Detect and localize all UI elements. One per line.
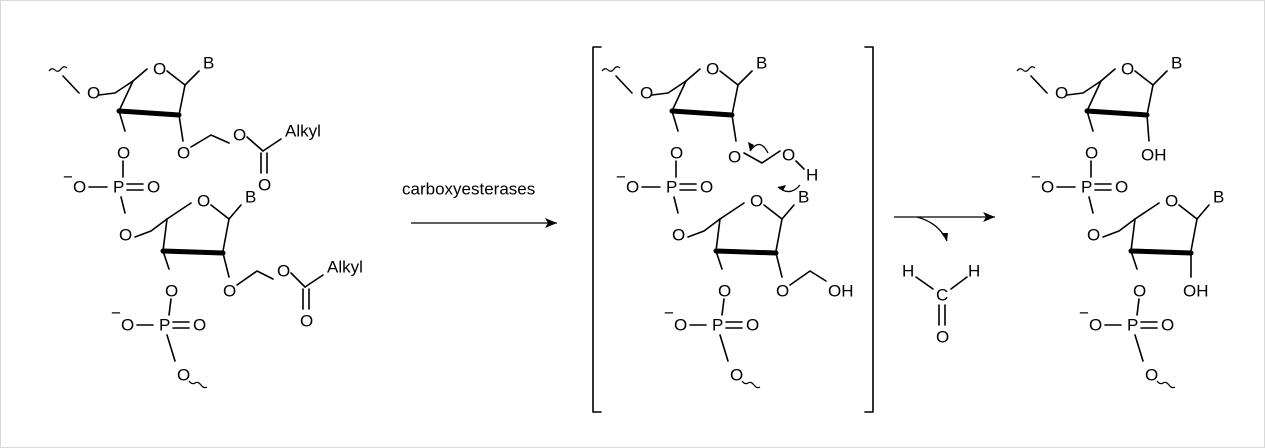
curved-arrow-1 xyxy=(749,143,769,154)
atom-o5-lower-1-p: O xyxy=(1087,226,1100,245)
label-oh-i: OH xyxy=(828,282,854,301)
charge-neg-1-i: − xyxy=(616,168,626,187)
charge-neg-1-p: − xyxy=(1031,168,1041,187)
label-oh-p1: OH xyxy=(1141,146,1167,165)
atom-o3-2-p: O xyxy=(1133,282,1146,301)
charge-neg-2: − xyxy=(111,304,121,323)
atom-base-1: B xyxy=(203,54,214,73)
atom-o5-top: O xyxy=(87,84,100,103)
atom-p-2: P xyxy=(159,316,170,335)
atom-oh-h-i: H xyxy=(806,166,818,185)
structure-starting-material: O O B O O Alkyl O O − O P O O xyxy=(48,54,363,389)
label-oh-p2: OH xyxy=(1183,282,1209,301)
atom-o-double-1: O xyxy=(147,178,160,197)
atom-p-2-p: P xyxy=(1127,316,1138,335)
atom-base-2: B xyxy=(245,188,256,207)
atom-ring-o1: O xyxy=(153,60,166,79)
atom-o5-lower-1: O xyxy=(119,226,132,245)
atom-base-2-p: B xyxy=(1213,188,1224,207)
wavy-bond xyxy=(48,66,68,72)
atom-oh-o-i: O xyxy=(782,146,795,165)
reaction-arrow-2 xyxy=(894,212,995,242)
atom-ring-o1-i: O xyxy=(706,60,719,79)
atom-base-1-i: B xyxy=(756,54,767,73)
atom-o-minus-1-i: O xyxy=(626,178,639,197)
atom-o-ester-1: O xyxy=(233,126,246,145)
atom-o3-2-i: O xyxy=(718,282,731,301)
atom-ring-o2-p: O xyxy=(1165,192,1178,211)
atom-h-right: H xyxy=(968,262,980,281)
atom-o-carbonyl-2: O xyxy=(300,312,313,331)
atom-o2-1-i: O xyxy=(728,148,741,167)
atom-o-minus-2-i: O xyxy=(674,316,687,335)
atom-o5-lower-1-i: O xyxy=(672,226,685,245)
atom-o-double-2: O xyxy=(193,316,206,335)
atom-o5-top-i: O xyxy=(640,84,653,103)
atom-p-1: P xyxy=(113,178,124,197)
label-alkyl-2: Alkyl xyxy=(327,258,363,277)
reagent-label: carboxyesterases xyxy=(402,180,535,199)
atom-o-minus-2-p: O xyxy=(1089,316,1102,335)
atom-ring-o2-i: O xyxy=(750,192,763,211)
atom-p-1-p: P xyxy=(1081,178,1092,197)
label-alkyl-1: Alkyl xyxy=(285,122,321,141)
atom-o-bottom-1: O xyxy=(177,366,190,385)
atom-ring-o2: O xyxy=(197,192,210,211)
atom-h-left: H xyxy=(902,262,914,281)
atom-o-carbonyl-1: O xyxy=(258,176,271,195)
charge-neg-2-p: − xyxy=(1079,304,1089,323)
atom-o-minus-1: O xyxy=(73,178,86,197)
atom-o-double-1-i: O xyxy=(700,178,713,197)
atom-o3-1-p: O xyxy=(1085,144,1098,163)
release-arrow xyxy=(916,216,948,242)
atom-o-minus-1-p: O xyxy=(1041,178,1054,197)
atom-o3-2: O xyxy=(165,282,178,301)
intermediate-brackets xyxy=(592,46,874,413)
atom-base-1-p: B xyxy=(1171,54,1182,73)
structure-product: O O B OH O − O P O O O B OH O xyxy=(1016,54,1224,389)
atom-base-2-i: B xyxy=(798,188,809,207)
charge-neg-1: − xyxy=(63,168,73,187)
atom-o-double-1-p: O xyxy=(1115,178,1128,197)
atom-o3-1-i: O xyxy=(670,144,683,163)
atom-o-bottom-i: O xyxy=(730,366,743,385)
atom-o2-1: O xyxy=(177,144,190,163)
atom-o2-2-i: O xyxy=(776,282,789,301)
atom-o3-1: O xyxy=(117,144,130,163)
structure-intermediate: O O B O O H O − O P O O O xyxy=(601,54,854,389)
formaldehyde: H C H O xyxy=(902,262,980,347)
atom-p-2-i: P xyxy=(712,316,723,335)
atom-o-formaldehyde: O xyxy=(936,328,949,347)
atom-o5-top-p: O xyxy=(1055,84,1068,103)
atom-p-1-i: P xyxy=(666,178,677,197)
atom-o-minus-2: O xyxy=(121,316,134,335)
atom-o-double-2-p: O xyxy=(1161,316,1174,335)
charge-neg-2-i: − xyxy=(664,304,674,323)
atom-o-ester-2: O xyxy=(277,262,290,281)
reaction-arrow-1: carboxyesterases xyxy=(402,180,557,228)
atom-o-double-2-i: O xyxy=(746,316,759,335)
atom-ring-o1-p: O xyxy=(1121,60,1134,79)
atom-o-bottom-p: O xyxy=(1145,366,1158,385)
atom-o2-2: O xyxy=(223,282,236,301)
atom-c-formaldehyde: C xyxy=(936,286,948,305)
